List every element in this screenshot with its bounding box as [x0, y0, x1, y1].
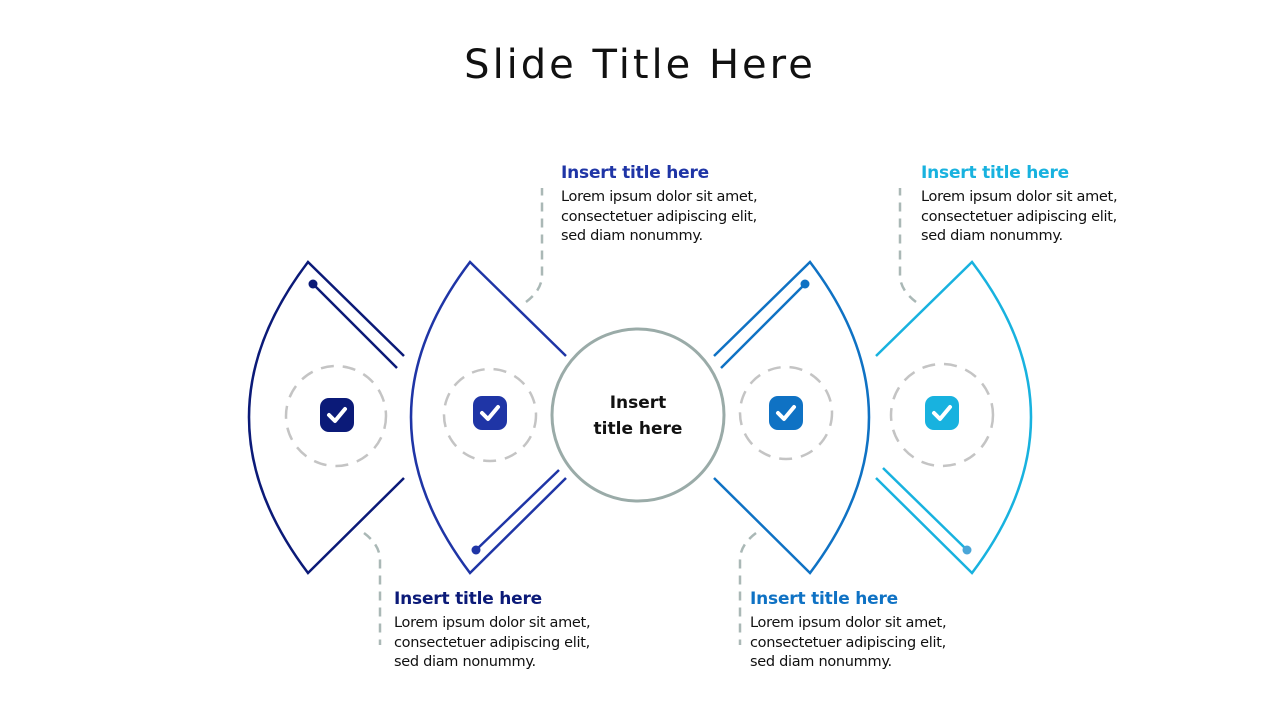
segment-step2 [409, 260, 567, 575]
callout-body-line: Lorem ipsum dolor sit amet, [394, 615, 591, 631]
callout-body-line: consectetuer adipiscing elit, [561, 208, 757, 225]
segment-step4 [875, 260, 1033, 575]
dot-marker [308, 279, 318, 289]
connector-step3 [738, 532, 757, 645]
dot-marker [962, 545, 972, 555]
connector-step2 [525, 188, 544, 303]
callout-body-line: Lorem ipsum dolor sit amet, [561, 189, 758, 205]
callout-title: Insert title here [750, 589, 899, 609]
callout-body-line: consectetuer adipiscing elit, [921, 208, 1117, 225]
callout-body-line: sed diam nonummy. [921, 228, 1063, 244]
center-circle [550, 327, 726, 503]
callout-step2: Insert title here Lorem ipsum dolor sit … [561, 162, 791, 247]
callout-body-line: sed diam nonummy. [394, 654, 536, 670]
callout-title: Insert title here [394, 589, 543, 609]
callout-title: Insert title here [561, 163, 710, 183]
callout-body-line: Lorem ipsum dolor sit amet, [750, 615, 947, 631]
callout-body-line: consectetuer adipiscing elit, [394, 634, 590, 651]
callout-body-line: Lorem ipsum dolor sit amet, [921, 189, 1118, 205]
dashed-ring [738, 365, 834, 461]
center-title: Insert title here [568, 390, 708, 442]
check-square-icon [769, 396, 803, 430]
callout-step4: Insert title here Lorem ipsum dolor sit … [921, 162, 1151, 247]
center-title-line2: title here [593, 419, 683, 439]
check-square-icon [925, 396, 959, 430]
dashed-ring [442, 367, 538, 463]
callout-title: Insert title here [921, 163, 1070, 183]
segment-step3 [713, 260, 871, 575]
callout-body-line: sed diam nonummy. [750, 654, 892, 670]
dot-marker [471, 545, 481, 555]
connector-step1 [363, 532, 382, 645]
dot-marker [800, 279, 810, 289]
callout-step1: Insert title here Lorem ipsum dolor sit … [394, 588, 624, 673]
callout-body-line: consectetuer adipiscing elit, [750, 634, 946, 651]
dashed-ring [889, 362, 995, 468]
segment-step1 [247, 260, 405, 575]
callout-step3: Insert title here Lorem ipsum dolor sit … [750, 588, 980, 673]
callout-body-line: sed diam nonummy. [561, 228, 703, 244]
slide-title: Slide Title Here [464, 42, 816, 88]
connector-step4 [898, 188, 917, 303]
check-square-icon [473, 396, 507, 430]
dashed-ring [284, 364, 388, 468]
check-square-icon [320, 398, 354, 432]
connectors [363, 188, 917, 645]
center-title-line1: Insert [609, 393, 667, 413]
